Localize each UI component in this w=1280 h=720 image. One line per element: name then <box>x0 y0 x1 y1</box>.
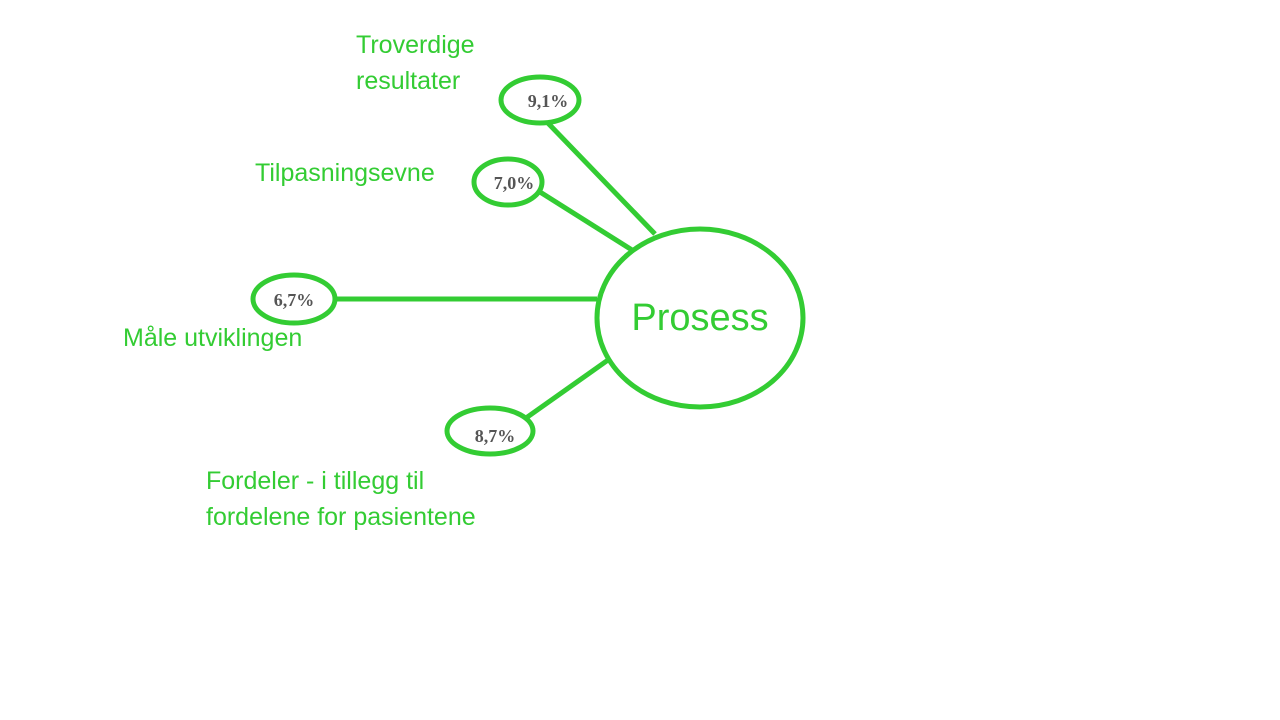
label-line: Måle utviklingen <box>123 324 303 352</box>
connector-fordeler <box>524 357 610 421</box>
value-text-male-utviklingen: 6,7% <box>274 290 315 310</box>
value-node-male-utviklingen <box>250 272 338 326</box>
label-line: Tilpasningsevne <box>255 159 435 187</box>
center-node <box>594 226 806 410</box>
label-line: fordelene for pasientene <box>206 503 476 531</box>
label-fordeler: Fordeler - i tillegg til fordelene for p… <box>206 463 476 535</box>
connector-troverdige-resultater <box>543 118 657 236</box>
value-node-fordeler <box>444 405 536 457</box>
value-text-troverdige-resultater: 9,1% <box>528 91 569 111</box>
value-node-tilpasningsevne <box>471 156 545 208</box>
label-tilpasningsevne: Tilpasningsevne <box>255 155 435 191</box>
connector-tilpasningsevne <box>538 189 634 253</box>
label-line: Troverdige <box>356 31 475 59</box>
label-line: Fordeler - i tillegg til <box>206 467 425 495</box>
label-line: resultater <box>356 67 461 95</box>
center-node-label: Prosess <box>631 297 768 339</box>
label-male-utviklingen: Måle utviklingen <box>123 320 302 356</box>
value-text-fordeler: 8,7% <box>475 426 516 446</box>
value-text-tilpasningsevne: 7,0% <box>494 173 535 193</box>
label-troverdige-resultater: Troverdige resultater <box>356 27 475 99</box>
value-node-troverdige-resultater <box>498 74 582 126</box>
